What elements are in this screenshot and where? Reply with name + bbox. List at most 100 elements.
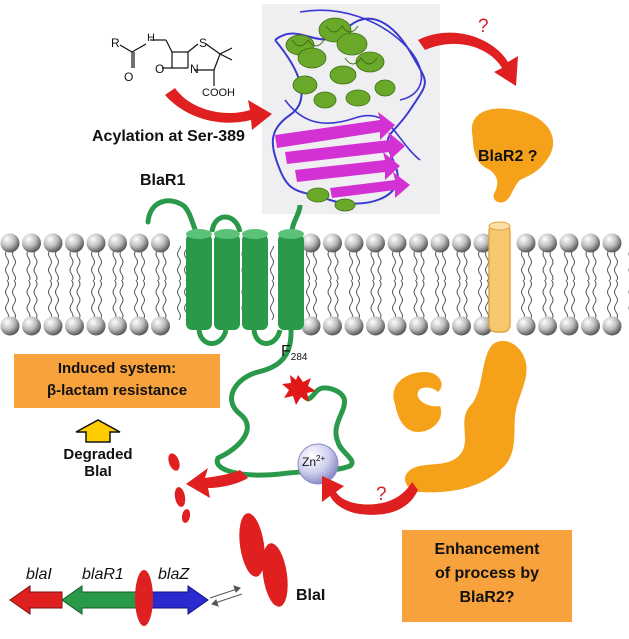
f284-number: 284 — [290, 352, 308, 364]
enhancement-box: Enhancement of process by BlaR2? — [402, 530, 572, 622]
lipid-head — [344, 233, 364, 253]
lipid-head — [409, 316, 428, 336]
lipid-head — [129, 233, 149, 253]
lipid-head — [0, 316, 20, 336]
f284-label: F284 — [281, 343, 307, 363]
question-mark-bottom: ? — [376, 484, 387, 505]
blar2-label: BlaR2 ? — [478, 148, 538, 165]
blar2-transmembrane-segment — [488, 221, 511, 333]
tm-helix-1 — [186, 229, 212, 330]
lipid-head — [473, 316, 493, 336]
induced-system-box: Induced system: β-lactam resistance — [14, 354, 220, 408]
lipid-head — [43, 233, 63, 253]
blar1-n-terminus — [145, 198, 199, 235]
lipid-head — [323, 233, 342, 253]
lipid-head — [366, 316, 385, 336]
gene-label-blaz: blaZ — [158, 566, 190, 583]
acylation-label: Acylation at Ser-389 — [92, 128, 245, 145]
top-arrow-to-blar2 — [418, 32, 518, 86]
lipid-head — [323, 316, 342, 336]
release-arrow — [186, 468, 248, 498]
enhancement-line-1: Enhancement — [434, 541, 540, 558]
blar1-extracellular-loop — [209, 214, 243, 233]
induced-line-2: β-lactam resistance — [46, 382, 188, 399]
blar1-gene-arrow — [61, 585, 141, 615]
lipid-head — [602, 316, 622, 336]
zinc-ion — [297, 443, 339, 485]
lipid-head — [452, 233, 471, 253]
lipid-head — [65, 316, 84, 336]
molecule-cooh: COOH — [202, 87, 235, 99]
blar1-transmembrane-helices — [186, 229, 304, 330]
lipid-head — [366, 233, 385, 253]
lipid-head — [301, 316, 321, 336]
membrane-tails — [0, 246, 629, 320]
lipid-head — [22, 233, 41, 253]
enhancement-line-3: BlaR2? — [459, 589, 515, 606]
lipid-head — [538, 233, 557, 253]
tm-helix-4 — [278, 229, 304, 330]
sensor-domain-structure — [262, 4, 440, 214]
cleavage-site-star — [282, 375, 316, 405]
red-arrows — [165, 32, 518, 515]
tm-helix-3 — [242, 229, 268, 330]
molecule-s-atom: S — [199, 36, 208, 50]
gene-label-blai: blaI — [26, 566, 52, 583]
lipid-head — [387, 233, 407, 253]
molecule-o-atom: O — [124, 70, 134, 84]
molecule-nh: H — [147, 32, 155, 44]
blai-dimer — [239, 513, 288, 607]
lipid-head — [108, 233, 127, 253]
molecule-beta-lactam-o: O — [155, 62, 165, 76]
tm-helix-2 — [214, 229, 240, 330]
lipid-head — [516, 316, 536, 336]
lipid-head — [581, 316, 600, 336]
lipid-head — [430, 316, 450, 336]
gene-label-blar1: blaR1 — [82, 566, 124, 583]
lipid-head — [43, 316, 63, 336]
zn-label: Zn2+ — [302, 454, 325, 469]
blar2-extracellular-domain — [471, 108, 554, 203]
lipid-head — [581, 233, 600, 253]
lipid-head — [0, 233, 20, 253]
membrane-bottom-heads — [0, 316, 622, 336]
lipid-head — [430, 233, 450, 253]
lipid-head — [602, 233, 622, 253]
membrane-top-heads — [0, 233, 622, 253]
molecule-r-group: R — [111, 36, 120, 50]
penicillin-structure — [119, 39, 233, 86]
blar1-intracellular-loop-2 — [251, 329, 283, 346]
lipid-head — [86, 233, 106, 253]
degraded-line-1: Degraded — [63, 446, 133, 463]
f284-letter: F — [281, 343, 291, 360]
lipid-head — [452, 316, 471, 336]
blai-bound-to-dna — [135, 570, 153, 626]
blai-gene-arrow — [9, 585, 63, 615]
enhancement-line-2: of process by — [434, 565, 540, 582]
equilibrium-arrows — [209, 585, 243, 607]
degraded-blai-label: Degraded BlaI — [58, 446, 138, 480]
lipid-head — [129, 316, 149, 336]
question-mark-top: ? — [478, 16, 489, 37]
lipid-head — [151, 316, 170, 336]
induced-line-1: Induced system: — [57, 360, 177, 377]
degraded-blai-fragments — [168, 453, 191, 523]
lipid-head — [151, 233, 170, 253]
lipid-head — [22, 316, 41, 336]
lipid-head — [108, 316, 127, 336]
lipid-head — [301, 233, 321, 253]
lipid-head — [387, 316, 407, 336]
blar1-label: BlaR1 — [140, 172, 186, 189]
lipid-head — [65, 233, 84, 253]
blar1-intracellular-loop-1 — [196, 329, 229, 346]
induction-up-arrow — [75, 419, 121, 443]
gene-operon — [9, 570, 209, 626]
acylation-arrow — [165, 88, 272, 130]
lipid-head — [344, 316, 364, 336]
lipid-head — [86, 316, 106, 336]
lipid-head — [409, 233, 428, 253]
lipid-head — [473, 233, 493, 253]
blaz-gene-arrow — [147, 585, 209, 615]
